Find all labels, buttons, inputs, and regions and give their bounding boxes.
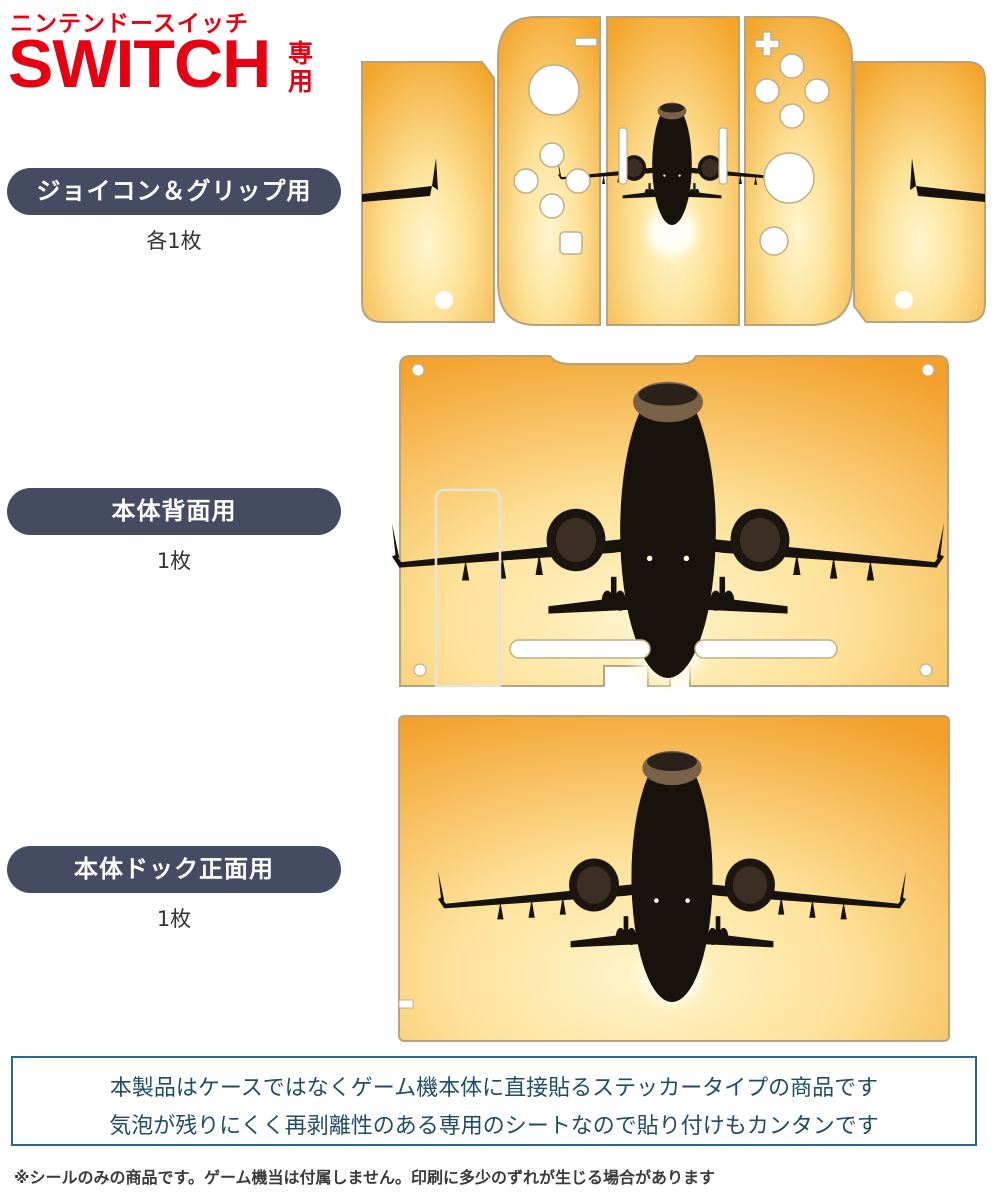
notice-line-2: 気泡が残りにくく再剥離性のある専用のシートなので貼り付けもカンタンです bbox=[109, 1114, 879, 1139]
section-count-back: 1枚 bbox=[156, 549, 192, 573]
notice-line-1: 本製品はケースではなくゲーム機本体に直接貼るステッカータイプの商品です bbox=[109, 1076, 879, 1101]
joycon-grip-sticker bbox=[361, 16, 986, 326]
brand-subtitle: ニンテンドースイッチ bbox=[10, 11, 249, 37]
sun-icon bbox=[638, 198, 706, 266]
footnote: ※シールのみの商品です。ゲーム機当は付属しません。印刷に多少のずれが生じる場合が… bbox=[14, 1168, 715, 1187]
section-label-back: 本体背面用 bbox=[7, 488, 341, 535]
brand-tag: 専用 bbox=[288, 39, 314, 96]
section-count-dock: 1枚 bbox=[156, 907, 192, 931]
section-count-joycon: 各1枚 bbox=[146, 229, 202, 253]
section-label-joycon: ジョイコン＆グリップ用 bbox=[7, 168, 341, 215]
notice-box: 本製品はケースではなくゲーム機本体に直接貼るステッカータイプの商品です 気泡が残… bbox=[11, 1056, 977, 1146]
dock-front-sticker bbox=[398, 715, 950, 1042]
back-sticker bbox=[392, 355, 949, 693]
section-label-dock: 本体ドック正面用 bbox=[7, 846, 341, 893]
brand-title: SWITCH bbox=[8, 26, 271, 102]
